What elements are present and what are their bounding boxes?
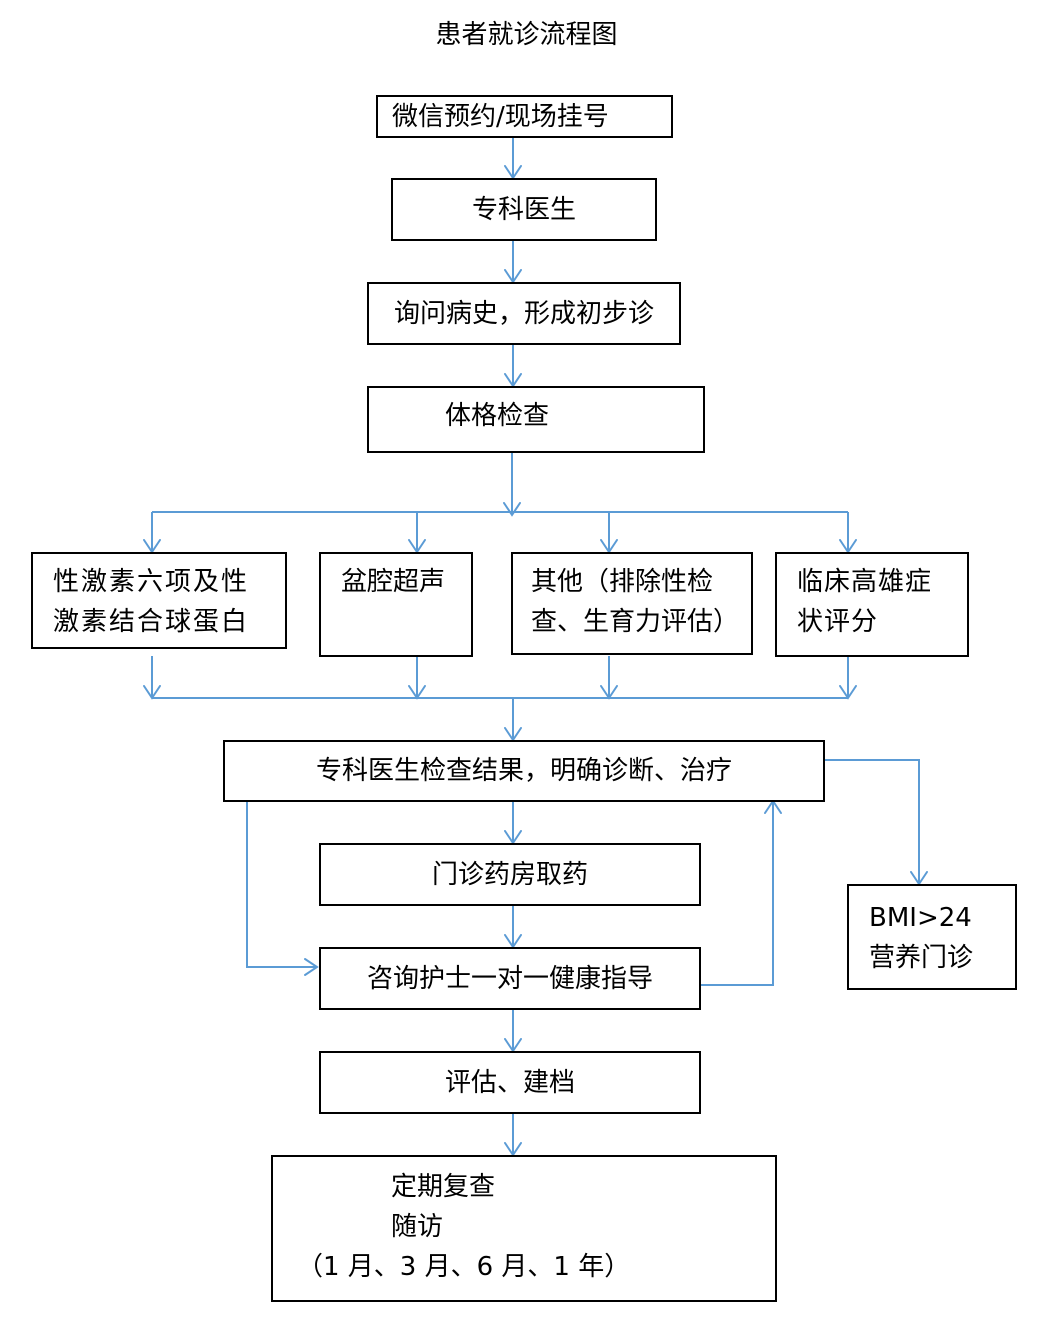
arrow-assessment-to-followup: [504, 1113, 522, 1157]
node-other-tests: 其他（排除性检 查、生育力评估）: [511, 552, 753, 655]
arrow-diagnosis-to-bmi: [824, 759, 928, 886]
arrow-registration-to-specialist: [504, 137, 522, 180]
node-hormone-tests: 性激素六项及性 激素结合球蛋白: [31, 552, 287, 649]
pelvic-ultrasound-label: 盆腔超声: [341, 567, 446, 597]
arrow-nurse-back-to-diagnosis: [701, 799, 782, 986]
arrow-history-to-exam: [504, 344, 522, 388]
hormone-tests-line-1: 性激素六项及性: [53, 567, 250, 597]
clinical-score-line-2: 状评分: [797, 607, 879, 637]
node-registration-label: 微信预约/现场挂号: [392, 102, 609, 132]
arrow-to-clinical-score: [839, 512, 857, 554]
arrow-diagnosis-to-nurse-bypass: [246, 801, 319, 976]
node-physical-exam-label: 体格检查: [445, 401, 550, 431]
clinical-score-line-1: 临床高雄症: [797, 567, 933, 597]
merge-from-clinical-score: [839, 656, 857, 700]
arrow-diagnosis-to-pharmacy: [504, 801, 522, 845]
node-diagnosis: 专科医生检查结果，明确诊断、治疗: [223, 740, 825, 802]
node-assessment: 评估、建档: [319, 1051, 701, 1114]
arrow-to-pelvic-ultrasound: [408, 512, 426, 554]
hormone-tests-line-2: 激素结合球蛋白: [53, 607, 250, 637]
other-tests-line-2: 查、生育力评估）: [531, 607, 740, 637]
page-title: 患者就诊流程图: [435, 20, 618, 50]
node-history: 询问病史，形成初步诊: [367, 282, 681, 345]
arrow-to-other-tests: [600, 512, 618, 554]
arrow-specialist-to-history: [504, 240, 522, 284]
node-bmi-clinic: BMI>24 营养门诊: [847, 884, 1017, 990]
node-diagnosis-label: 专科医生检查结果，明确诊断、治疗: [315, 756, 732, 786]
bmi-clinic-line-1: BMI>24: [869, 903, 972, 933]
node-specialist: 专科医生: [391, 178, 657, 241]
other-tests-line-1: 其他（排除性检: [531, 567, 714, 597]
node-clinical-score: 临床高雄症 状评分: [775, 552, 969, 657]
bmi-clinic-line-2: 营养门诊: [869, 943, 974, 973]
followup-line-2: 随访: [391, 1212, 444, 1242]
node-nurse-guidance: 咨询护士一对一健康指导: [319, 947, 701, 1010]
arrow-exam-down: [503, 452, 521, 517]
followup-line-1: 定期复查: [391, 1172, 496, 1202]
arrow-nurse-to-assessment: [504, 1009, 522, 1053]
arrow-to-hormone-tests: [143, 512, 161, 554]
node-specialist-label: 专科医生: [471, 194, 576, 225]
followup-line-3: （1 月、3 月、6 月、1 年）: [297, 1252, 631, 1282]
node-registration: 微信预约/现场挂号: [376, 95, 673, 138]
node-physical-exam: 体格检查: [367, 386, 705, 453]
node-nurse-guidance-label: 咨询护士一对一健康指导: [366, 963, 653, 994]
node-assessment-label: 评估、建档: [444, 1067, 575, 1098]
node-followup: 定期复查 随访 （1 月、3 月、6 月、1 年）: [271, 1155, 777, 1302]
node-pelvic-ultrasound: 盆腔超声: [319, 552, 473, 657]
node-history-label: 询问病史，形成初步诊: [393, 298, 654, 329]
node-pharmacy-label: 门诊药房取药: [431, 859, 588, 890]
merge-from-other-tests: [600, 656, 618, 700]
merge-from-hormone-tests: [143, 656, 161, 700]
arrow-merge-to-diagnosis: [504, 698, 522, 742]
node-pharmacy: 门诊药房取药: [319, 843, 701, 906]
merge-from-pelvic-ultrasound: [408, 656, 426, 700]
arrow-pharmacy-to-nurse: [504, 905, 522, 949]
